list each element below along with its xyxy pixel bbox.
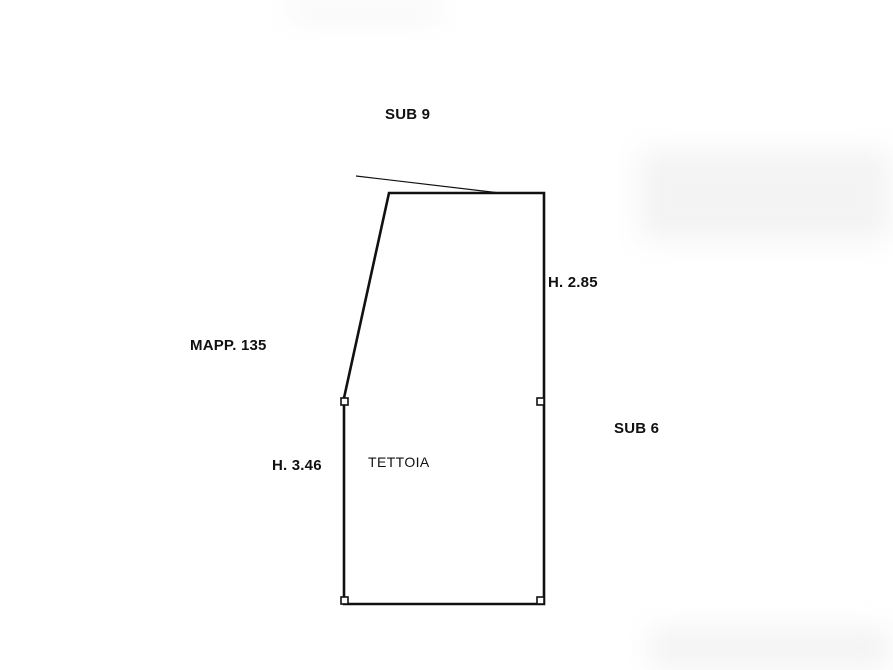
- pillar-marker-east: [536, 397, 545, 406]
- label-sub-9: SUB 9: [385, 106, 431, 123]
- label-mapp-135: MAPP. 135: [190, 337, 267, 354]
- pillar-marker-southwest: [340, 596, 349, 605]
- scan-smudge-top: [290, 2, 440, 18]
- pillar-marker-west: [340, 397, 349, 406]
- tettoia-outline: [342, 191, 546, 606]
- label-sub-6: SUB 6: [614, 420, 660, 437]
- label-tettoia: TETTOIA: [368, 454, 430, 470]
- label-height-east: H. 2.85: [548, 274, 598, 291]
- scan-smudge-bottom: [650, 628, 890, 668]
- scan-smudge-right: [640, 150, 890, 240]
- label-height-west: H. 3.46: [272, 457, 322, 474]
- top-edge-extension-line: [355, 175, 501, 194]
- pillar-marker-southeast: [536, 596, 545, 605]
